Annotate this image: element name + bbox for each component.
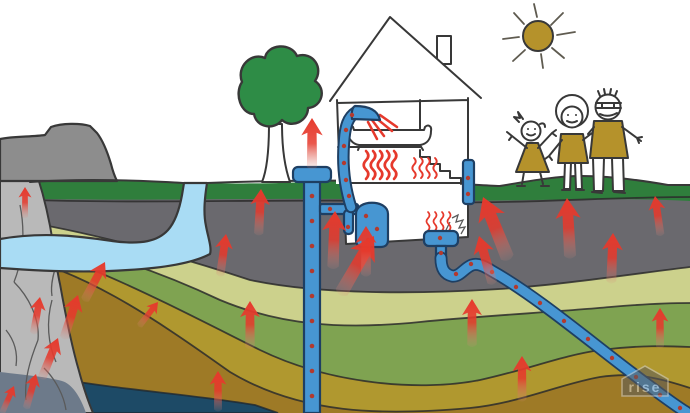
- father: [587, 88, 643, 194]
- rise-logo: rise: [621, 365, 669, 397]
- sun-rays: [502, 3, 576, 69]
- father-glasses: [595, 102, 622, 109]
- shower-head: [350, 104, 382, 122]
- tree-canopy: [237, 45, 323, 128]
- rock-overhang: [0, 122, 119, 183]
- river: [0, 181, 212, 273]
- daughter: [506, 111, 557, 187]
- daughter-dress: [515, 142, 550, 173]
- daughter-head: [520, 120, 542, 142]
- house-roof: [330, 17, 481, 101]
- tree: [237, 45, 323, 183]
- rock-cliff: [0, 122, 119, 413]
- father-shirt: [589, 120, 629, 159]
- father-hair: [597, 88, 618, 97]
- sun-disc: [522, 20, 554, 52]
- wall-pipe-stub: [461, 158, 476, 206]
- mother: [544, 94, 593, 191]
- heat-arrow: [301, 118, 323, 170]
- riser-pipe: [339, 107, 361, 212]
- sun: [502, 3, 576, 69]
- basement-doodle: [445, 213, 467, 235]
- mother-head: [560, 105, 584, 129]
- bathtub-feet: [357, 144, 424, 151]
- borehole-pipe: [302, 170, 322, 413]
- mother-top: [557, 133, 589, 164]
- tree-trunk: [261, 123, 291, 183]
- house-roof-outline: [329, 16, 482, 102]
- rise-logo-text: rise: [629, 379, 662, 395]
- pipe-fluid-dots: [309, 112, 683, 411]
- hair-bow: [513, 111, 546, 128]
- staircase: [419, 149, 462, 185]
- family: [506, 88, 643, 194]
- rise-logo-house-outline: [621, 365, 669, 397]
- soil-layer-navy: [54, 376, 279, 413]
